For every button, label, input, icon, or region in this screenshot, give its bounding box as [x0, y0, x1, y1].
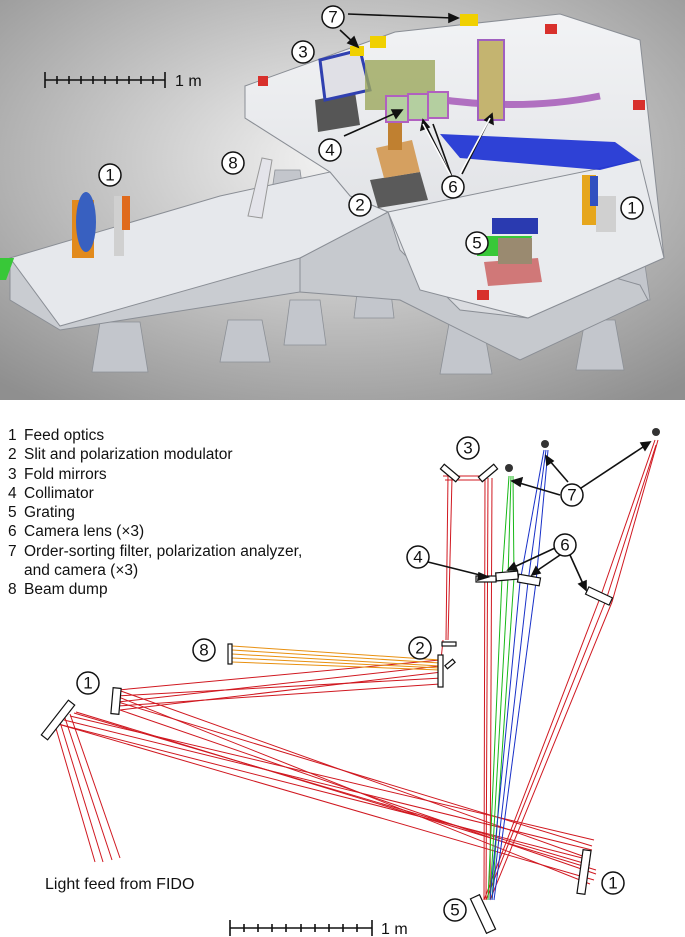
ray-callouts: 1 1 2 3 4 5 6 7 8 [76, 436, 625, 922]
beam-dump-rays [231, 645, 441, 671]
feed-optics-left [0, 192, 130, 280]
grating-unit [484, 218, 542, 286]
cameras-unit [350, 14, 505, 121]
beam-fan [440, 134, 640, 170]
svg-text:8: 8 [228, 154, 237, 173]
camera-heads [505, 428, 660, 472]
svg-text:4: 4 [413, 548, 422, 567]
svg-text:7: 7 [328, 8, 337, 27]
bottom-scale-bar [229, 920, 373, 936]
svg-text:5: 5 [472, 234, 481, 253]
beam-dump-unit [247, 157, 273, 219]
white-arrow-2 [459, 117, 491, 175]
svg-text:1: 1 [83, 674, 92, 693]
svg-text:6: 6 [448, 178, 457, 197]
svg-text:1: 1 [627, 199, 636, 218]
top-scale-bar [44, 72, 166, 88]
legend-item-continuation: and camera (×3) [24, 562, 139, 580]
svg-text:3: 3 [298, 43, 307, 62]
top-scale-label: 1 m [175, 73, 202, 90]
svg-text:6: 6 [560, 536, 569, 555]
svg-text:7: 7 [567, 486, 576, 505]
white-arrow-1 [422, 123, 454, 181]
svg-text:8: 8 [199, 641, 208, 660]
top-callouts: 1 1 2 3 4 5 6 7 8 [98, 5, 644, 255]
svg-text:1: 1 [105, 166, 114, 185]
camera-arc [429, 92, 601, 108]
ray-trace-diagram: 1 1 2 3 4 5 6 7 8 1 m [40, 428, 660, 937]
svg-text:5: 5 [450, 901, 459, 920]
ray-callout-arrows [427, 441, 652, 592]
green-rays [487, 475, 515, 901]
bottom-scale-label: 1 m [381, 921, 408, 937]
slit-modulator-unit [370, 120, 428, 208]
collimator-camera-lenses [385, 91, 449, 123]
optical-elements [40, 463, 614, 935]
feed-rays [54, 439, 659, 901]
blue-rays [489, 449, 549, 901]
bench-render: 1 m 1 1 2 3 4 5 6 7 8 [0, 0, 685, 400]
svg-text:2: 2 [415, 639, 424, 658]
svg-text:4: 4 [325, 141, 334, 160]
feed-caption: Light feed from FIDO [45, 876, 195, 893]
corner-markers [258, 24, 645, 300]
svg-text:3: 3 [463, 439, 472, 458]
svg-text:2: 2 [355, 196, 364, 215]
svg-text:1: 1 [608, 874, 617, 893]
top-callout-arrows [339, 12, 494, 181]
